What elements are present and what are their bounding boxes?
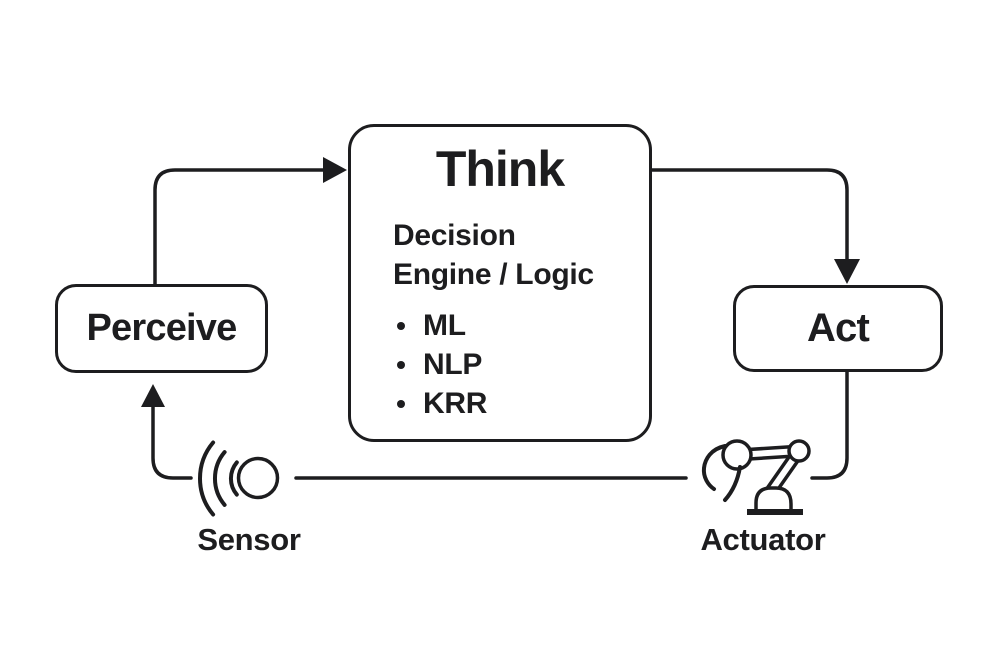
robot-shoulder-joint-icon (721, 439, 753, 471)
sensor-lens-icon (236, 456, 280, 500)
bullet-label: ML (423, 308, 466, 342)
think-subtitle-line2: Engine / Logic (393, 258, 594, 291)
bullet-item: NLP (393, 345, 629, 384)
arrowhead-into-act (834, 259, 860, 284)
connector-think-to-act (650, 168, 849, 262)
robot-gripper-finger-icon (701, 444, 727, 491)
sensor-wave-inner-icon (229, 460, 239, 497)
robot-arm-icon (701, 439, 811, 515)
think-title: Think (435, 141, 565, 197)
perceive-node: Perceive (55, 284, 268, 373)
think-subtitle: Decision Engine / Logic (393, 216, 629, 294)
sensor-wave-middle-icon (213, 450, 227, 507)
arrowhead-into-think (323, 157, 347, 183)
actuator-caption: Actuator (700, 522, 826, 557)
robot-gripper-finger-icon (723, 465, 742, 502)
bullet-item: ML (393, 306, 629, 345)
bullet-dot-icon (397, 360, 405, 369)
bullet-label: KRR (423, 386, 488, 420)
connector-act-to-actuator (810, 369, 849, 480)
bullet-label: NLP (423, 347, 483, 381)
think-subtitle-line1: Decision (393, 219, 516, 252)
sensor-caption: Sensor (197, 522, 301, 557)
arrowhead-into-perceive (141, 384, 165, 407)
connector-perceive-to-think (153, 168, 326, 288)
think-bullet-list: ML NLP KRR (393, 306, 629, 423)
bullet-dot-icon (397, 321, 405, 330)
think-body: Decision Engine / Logic ML NLP KRR (393, 216, 629, 423)
bullet-item: KRR (393, 384, 629, 423)
act-node: Act (733, 285, 943, 372)
sensor-sound-waves-icon (198, 440, 280, 517)
bullet-dot-icon (397, 399, 405, 408)
think-node: Think Decision Engine / Logic ML NLP KRR (348, 124, 652, 442)
sensor-wave-outer-icon (198, 440, 216, 517)
robot-wrist-joint-icon (787, 439, 811, 463)
perceive-label: Perceive (86, 307, 238, 349)
connector-sensor-to-perceive (151, 405, 193, 480)
act-label: Act (806, 306, 870, 350)
robot-base-icon (754, 486, 793, 514)
